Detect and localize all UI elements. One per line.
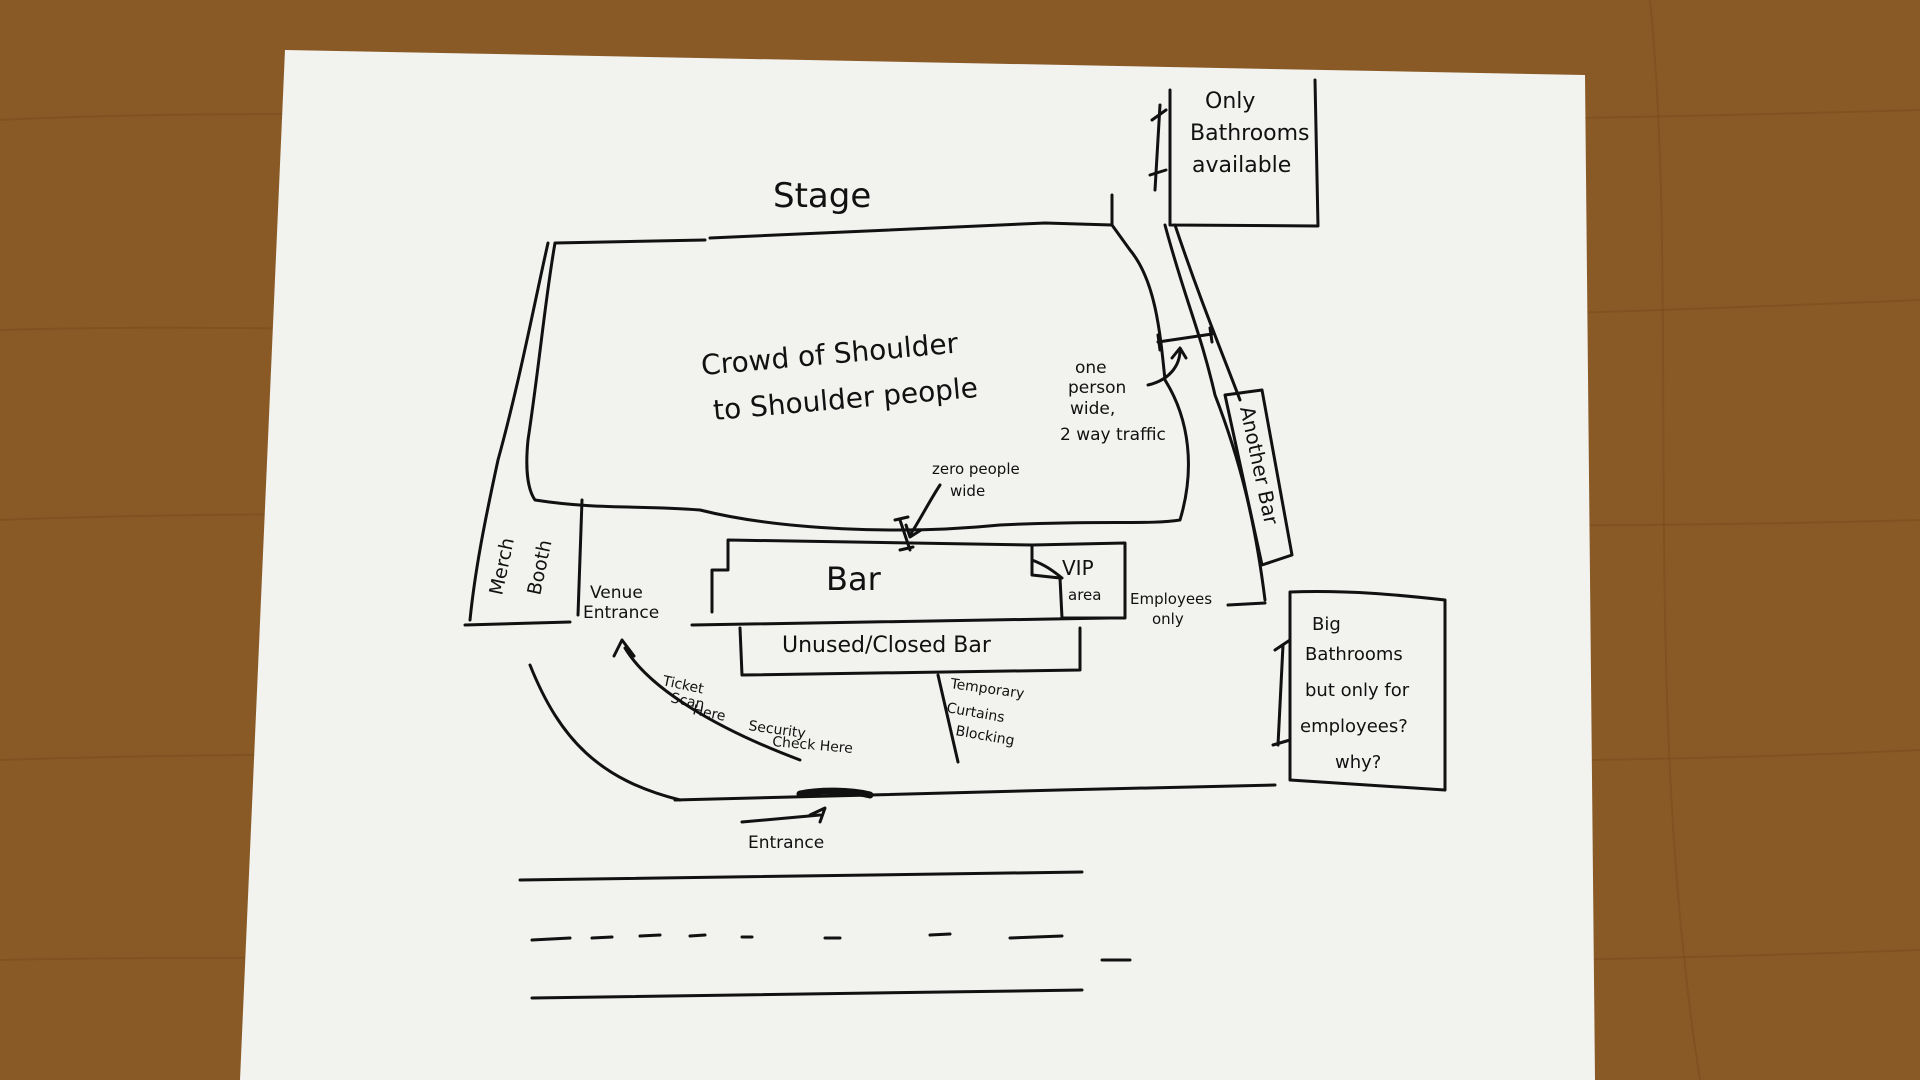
width-arrow	[1146, 346, 1188, 387]
curtain-line	[936, 673, 960, 764]
big-bath-line1: Big	[1312, 614, 1341, 635]
only-bathrooms-line2: Bathrooms	[1190, 121, 1310, 146]
entrance-curve	[528, 663, 682, 802]
walkway-arrow	[612, 638, 802, 762]
big-bath-line4: employees?	[1300, 716, 1408, 737]
bathroom-door-marks	[1148, 103, 1168, 192]
zero-width-marker	[893, 515, 915, 552]
employees-only-line1: Employees	[1130, 590, 1212, 608]
big-bath-line3: but only for	[1305, 680, 1410, 701]
entrance-door	[796, 787, 874, 799]
big-bath-line5: why?	[1335, 752, 1381, 773]
unused-bar-label: Unused/Closed Bar	[782, 633, 992, 658]
only-bathrooms-line1: Only	[1205, 89, 1255, 114]
big-bathrooms-box	[1288, 590, 1447, 792]
front-wall-mid	[690, 616, 1112, 627]
security-line1: Security	[747, 718, 806, 742]
only-bathrooms-line3: available	[1192, 153, 1291, 178]
vip-label-line1: VIP	[1062, 556, 1094, 580]
employees-only-line2: only	[1152, 610, 1184, 628]
stage-label: Stage	[773, 176, 871, 216]
another-bar-box	[1223, 388, 1294, 567]
security-line2: Check Here	[772, 734, 854, 757]
zero-width-arrow	[904, 483, 942, 539]
crowd-outline	[525, 223, 1190, 532]
stage-edge	[708, 221, 1114, 240]
road-line-bottom	[530, 988, 1084, 1000]
vip-area-box	[1030, 541, 1127, 620]
zero-people-line2: wide	[950, 482, 985, 500]
venue-entrance-line1: Venue	[590, 583, 643, 603]
width-marker	[1156, 326, 1214, 352]
entrance-arrow	[740, 806, 827, 824]
bar-label: Bar	[826, 560, 882, 598]
big-bathroom-door-marks	[1271, 638, 1292, 747]
one-person-line1: one	[1075, 358, 1107, 378]
corridor-outer	[1173, 223, 1242, 402]
ticket-line3: Here	[691, 702, 727, 725]
entrance-label: Entrance	[748, 833, 824, 853]
paper-sheet	[240, 50, 1595, 1080]
ink-drawing	[463, 78, 1447, 1000]
unused-bar-box	[738, 626, 1082, 677]
bathrooms-box	[1168, 78, 1320, 228]
big-bath-line2: Bathrooms	[1305, 644, 1403, 665]
one-person-line4: 2 way traffic	[1060, 425, 1166, 445]
vip-stair	[1030, 558, 1064, 580]
merch-divider	[576, 498, 584, 617]
vip-label-line2: area	[1068, 586, 1101, 604]
zero-people-line1: zero people	[932, 460, 1020, 478]
one-person-line2: person	[1068, 378, 1126, 398]
street-wall	[673, 783, 1277, 802]
venue-entrance-line2: Entrance	[583, 603, 659, 623]
road-center-dashes	[530, 932, 1064, 942]
one-person-line3: wide,	[1070, 399, 1115, 419]
road-line-top	[518, 870, 1084, 882]
left-wall	[468, 241, 550, 622]
bar-outline	[710, 538, 1064, 620]
front-wall-right	[1226, 601, 1267, 607]
ticket-line2: Scan	[669, 690, 706, 713]
front-wall-left	[463, 620, 572, 627]
